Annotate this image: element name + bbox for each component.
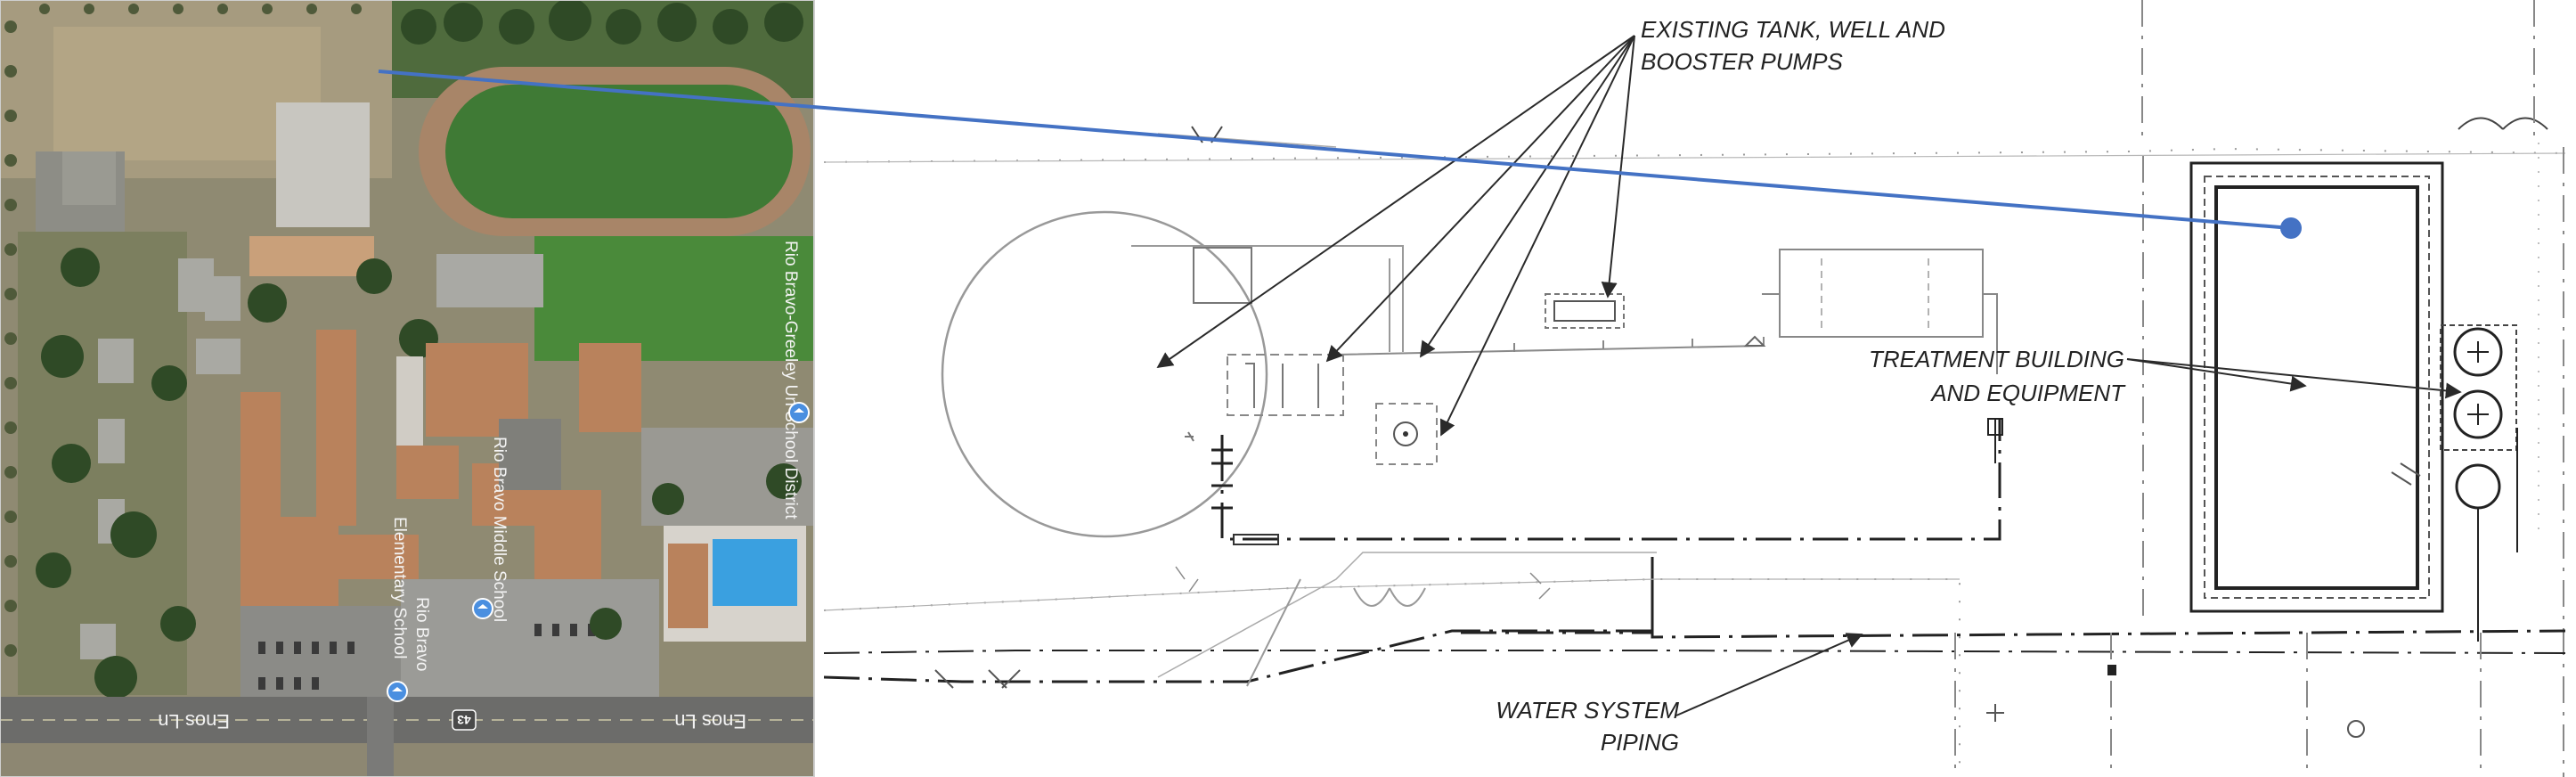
piping-callout-leader (1675, 633, 1863, 716)
aerial-photo (0, 0, 815, 777)
road-label-right: Enos Ln (674, 710, 746, 732)
storage-tank (941, 210, 1268, 538)
treatment-callout-leaders (2126, 358, 2462, 399)
elementary-label-line2: Elementary School (390, 517, 409, 658)
school-pin-icon (387, 681, 408, 702)
route-shield: 43 (452, 709, 477, 731)
elementary-label-line1: Rio Bravo (412, 597, 431, 671)
school-pin-icon (472, 598, 493, 619)
fence-line-top (823, 147, 2566, 163)
aerial-labels: Rio Bravo-Greeley Un School District Rio… (158, 241, 800, 732)
callout-treatment-line2: AND EQUIPMENT (1929, 380, 2126, 406)
treatment-building-outline (2189, 161, 2444, 613)
main-pipe-2 (823, 629, 1652, 683)
callout-treatment-line1: TREATMENT BUILDING (1869, 346, 2124, 372)
callout-existing-line1: EXISTING TANK, WELL AND (1641, 16, 1945, 43)
middle-school-label: Rio Bravo Middle School (490, 437, 509, 622)
road-label-left: Enos Ln (158, 710, 230, 732)
svg-text:43: 43 (457, 713, 471, 727)
callout-piping-line1: WATER SYSTEM (1496, 697, 1679, 724)
callout-piping-line2: PIPING (1601, 729, 1679, 756)
location-dot (2280, 217, 2302, 239)
location-connector (378, 70, 2302, 239)
main-pipe-3 (823, 650, 2566, 654)
main-pipe-1 (1461, 629, 2566, 639)
callout-existing-line2: BOOSTER PUMPS (1641, 48, 1843, 75)
site-plan (823, 0, 2566, 777)
existing-callout-leaders (1156, 35, 1635, 437)
district-label: Rio Bravo-Greeley Un School District (781, 241, 800, 519)
school-pin-icon (788, 402, 810, 423)
